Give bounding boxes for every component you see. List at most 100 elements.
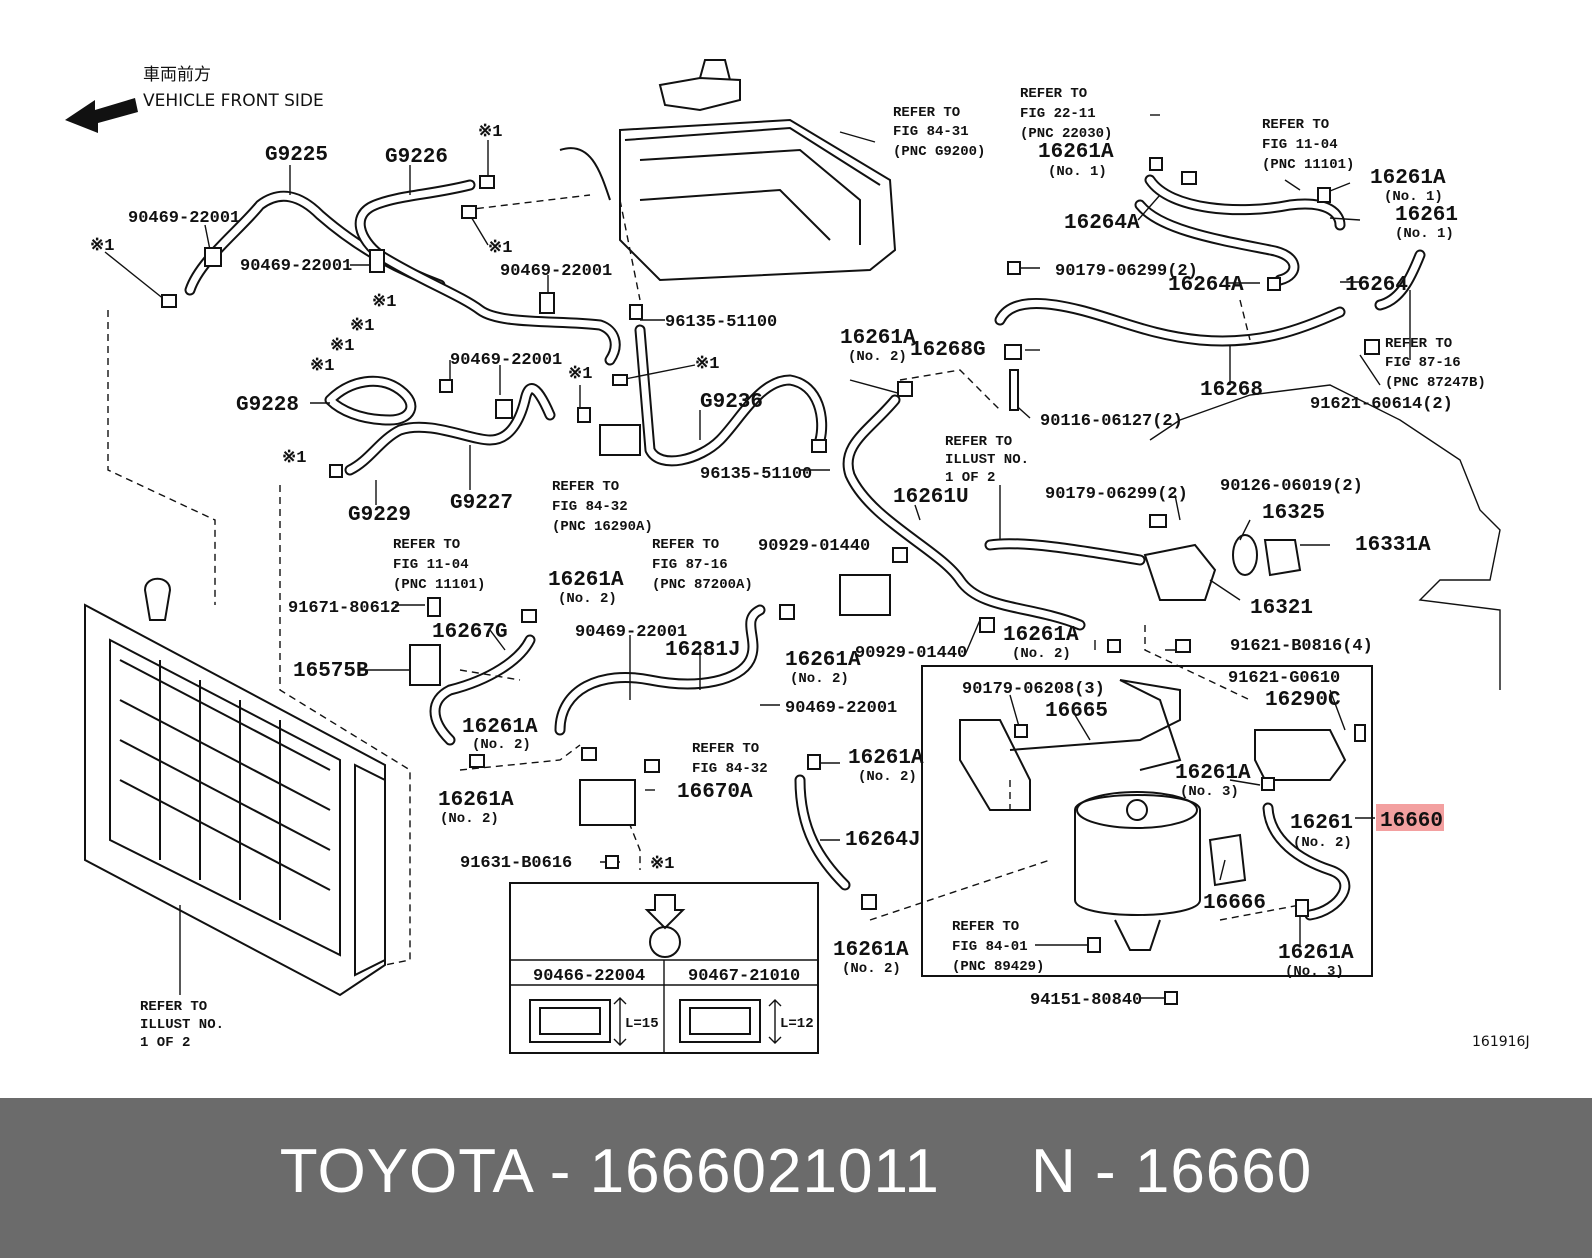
dashed-leaders: [107, 194, 1301, 966]
label-16264: 16264: [1345, 274, 1408, 297]
label-90469-e: 90469-22001: [575, 623, 687, 642]
label-16261a-3: 16261A: [840, 327, 916, 350]
ref-11-04-a-line3: (PNC 11101): [1262, 157, 1354, 173]
label-symbol-4: ※1: [695, 355, 719, 374]
diagram-id: 161916J: [1472, 1034, 1530, 1050]
label-16261-no2-no: (No. 2): [1293, 835, 1352, 851]
label-symbol-11: ※1: [650, 855, 674, 874]
label-16281j: 16281J: [665, 639, 741, 662]
ref-22-11-line1: REFER TO: [1020, 86, 1087, 102]
label-16261a-3-no: (No. 2): [848, 349, 907, 365]
caption-part-number: 1666021011: [589, 1137, 940, 1206]
label-16261a-4: 16261A: [548, 569, 624, 592]
hose-g9226: [354, 179, 621, 366]
label-90469-c: 90469-22001: [500, 262, 612, 281]
label-16268: 16268: [1200, 379, 1263, 402]
caption-n-label: N: [1030, 1137, 1077, 1206]
label-96135-b: 96135-51100: [700, 465, 812, 484]
label-symbol-2: ※1: [478, 123, 502, 142]
label-16665: 16665: [1045, 700, 1108, 723]
label-g9236: G9236: [700, 391, 763, 414]
label-16261a-5: 16261A: [785, 649, 861, 672]
label-90467: 90467-21010: [688, 967, 800, 986]
label-90469-d: 90469-22001: [450, 351, 562, 370]
thermostat-housing-drawing: [1143, 534, 1302, 601]
ref-84-31-line3: (PNC G9200): [893, 144, 985, 160]
hose-16268: [994, 297, 1346, 347]
label-16261a-9-no: (No. 2): [858, 769, 917, 785]
ref-illust-b-line3: 1 OF 2: [140, 1035, 190, 1051]
ref-87-16-b-line2: FIG 87-16: [652, 557, 728, 573]
parts-diagram: 車両前方 VEHICLE FRONT SIDE: [65, 59, 1530, 1054]
label-g9227: G9227: [450, 492, 513, 515]
reservoir-tank-drawing: [559, 59, 897, 282]
label-16666: 16666: [1203, 892, 1266, 915]
ref-84-01-line2: FIG 84-01: [952, 939, 1028, 955]
caption-text: TOYOTA - 1666021011 N - 16660: [279, 1137, 1313, 1206]
ref-84-32-line1: REFER TO: [552, 479, 619, 495]
label-16331a: 16331A: [1355, 534, 1431, 557]
ref-illust-a-line1: REFER TO: [945, 434, 1012, 450]
label-16261a-11: 16261A: [1175, 762, 1251, 785]
front-label-jp: 車両前方: [143, 65, 211, 85]
part-labels: G9225 G9226 90469-22001 90469-22001 ※1 ※…: [90, 86, 1530, 1051]
label-g9225: G9225: [265, 144, 328, 167]
label-16261a-8-no: (No. 2): [440, 811, 499, 827]
label-91621-g0610: 91621-G0610: [1228, 669, 1340, 688]
label-16261a-6: 16261A: [1003, 624, 1079, 647]
ref-84-01-line3: (PNC 89429): [952, 959, 1044, 975]
label-symbol-7: ※1: [330, 337, 354, 356]
label-16261a-5-no: (No. 2): [790, 671, 849, 687]
label-g9228: G9228: [236, 394, 299, 417]
label-l15: L=15: [625, 1016, 659, 1032]
highlight-16660-badge: [1376, 804, 1444, 831]
label-16321: 16321: [1250, 597, 1313, 620]
ref-11-04-a-line2: FIG 11-04: [1262, 137, 1338, 153]
ref-illust-a-line2: ILLUST NO.: [945, 452, 1029, 468]
ref-87-16-b-line3: (PNC 87200A): [652, 577, 753, 593]
ref-11-04-a-line1: REFER TO: [1262, 117, 1329, 133]
label-90466: 90466-22004: [533, 967, 645, 986]
label-16670a: 16670A: [677, 781, 753, 804]
label-16660: 16660: [1380, 810, 1443, 833]
ref-11-04-b-line2: FIG 11-04: [393, 557, 469, 573]
label-leaders: [104, 114, 1411, 999]
clamp-fittings: [161, 157, 1380, 1005]
hose-16261u: [842, 394, 1086, 631]
ref-87-16-a-line1: REFER TO: [1385, 336, 1452, 352]
ref-84-32-b-line2: FIG 84-32: [692, 761, 768, 777]
diagram-canvas: 車両前方 VEHICLE FRONT SIDE: [65, 59, 1530, 1054]
hose-g9228: [324, 375, 417, 426]
label-16261a-2-no: (No. 1): [1384, 189, 1443, 205]
hose-16261-no1: [1144, 174, 1426, 311]
ref-87-16-a-line3: (PNC 87247B): [1385, 375, 1486, 391]
label-90929-b: 90929-01440: [855, 644, 967, 663]
label-symbol-6: ※1: [350, 317, 374, 336]
label-16268g: 16268G: [910, 339, 986, 362]
label-16261a-1: 16261A: [1038, 141, 1114, 164]
label-90116: 90116-06127(2): [1040, 412, 1183, 431]
label-16261a-8: 16261A: [438, 789, 514, 812]
ref-84-31-line2: FIG 84-31: [893, 124, 969, 140]
label-16575b: 16575B: [293, 660, 369, 683]
caption-brand: TOYOTA: [279, 1137, 532, 1206]
radiator-drawing: [84, 577, 386, 997]
ref-84-32-line2: FIG 84-32: [552, 499, 628, 515]
engine-outline-drawing: [1149, 384, 1501, 690]
ref-87-16-b-line1: REFER TO: [652, 537, 719, 553]
label-16261a-10: 16261A: [833, 939, 909, 962]
label-symbol-1: ※1: [90, 237, 114, 256]
label-90179-06299-a: 90179-06299(2): [1055, 262, 1198, 281]
caption-bar: TOYOTA - 1666021011 N - 16660: [0, 1098, 1592, 1258]
label-symbol-10: ※1: [282, 449, 306, 468]
label-91621-60614: 91621-60614(2): [1310, 395, 1453, 414]
hose-g9227: [344, 383, 556, 476]
assembly-16660-box: [921, 665, 1373, 977]
label-16261a-2: 16261A: [1370, 167, 1446, 190]
label-16264a-1: 16264A: [1064, 212, 1140, 235]
hose-g9236: [634, 324, 828, 467]
label-90179-06299-b: 90179-06299(2): [1045, 485, 1188, 504]
label-90126: 90126-06019(2): [1220, 477, 1363, 496]
label-16261a-7: 16261A: [462, 716, 538, 739]
label-16261a-10-no: (No. 2): [842, 961, 901, 977]
